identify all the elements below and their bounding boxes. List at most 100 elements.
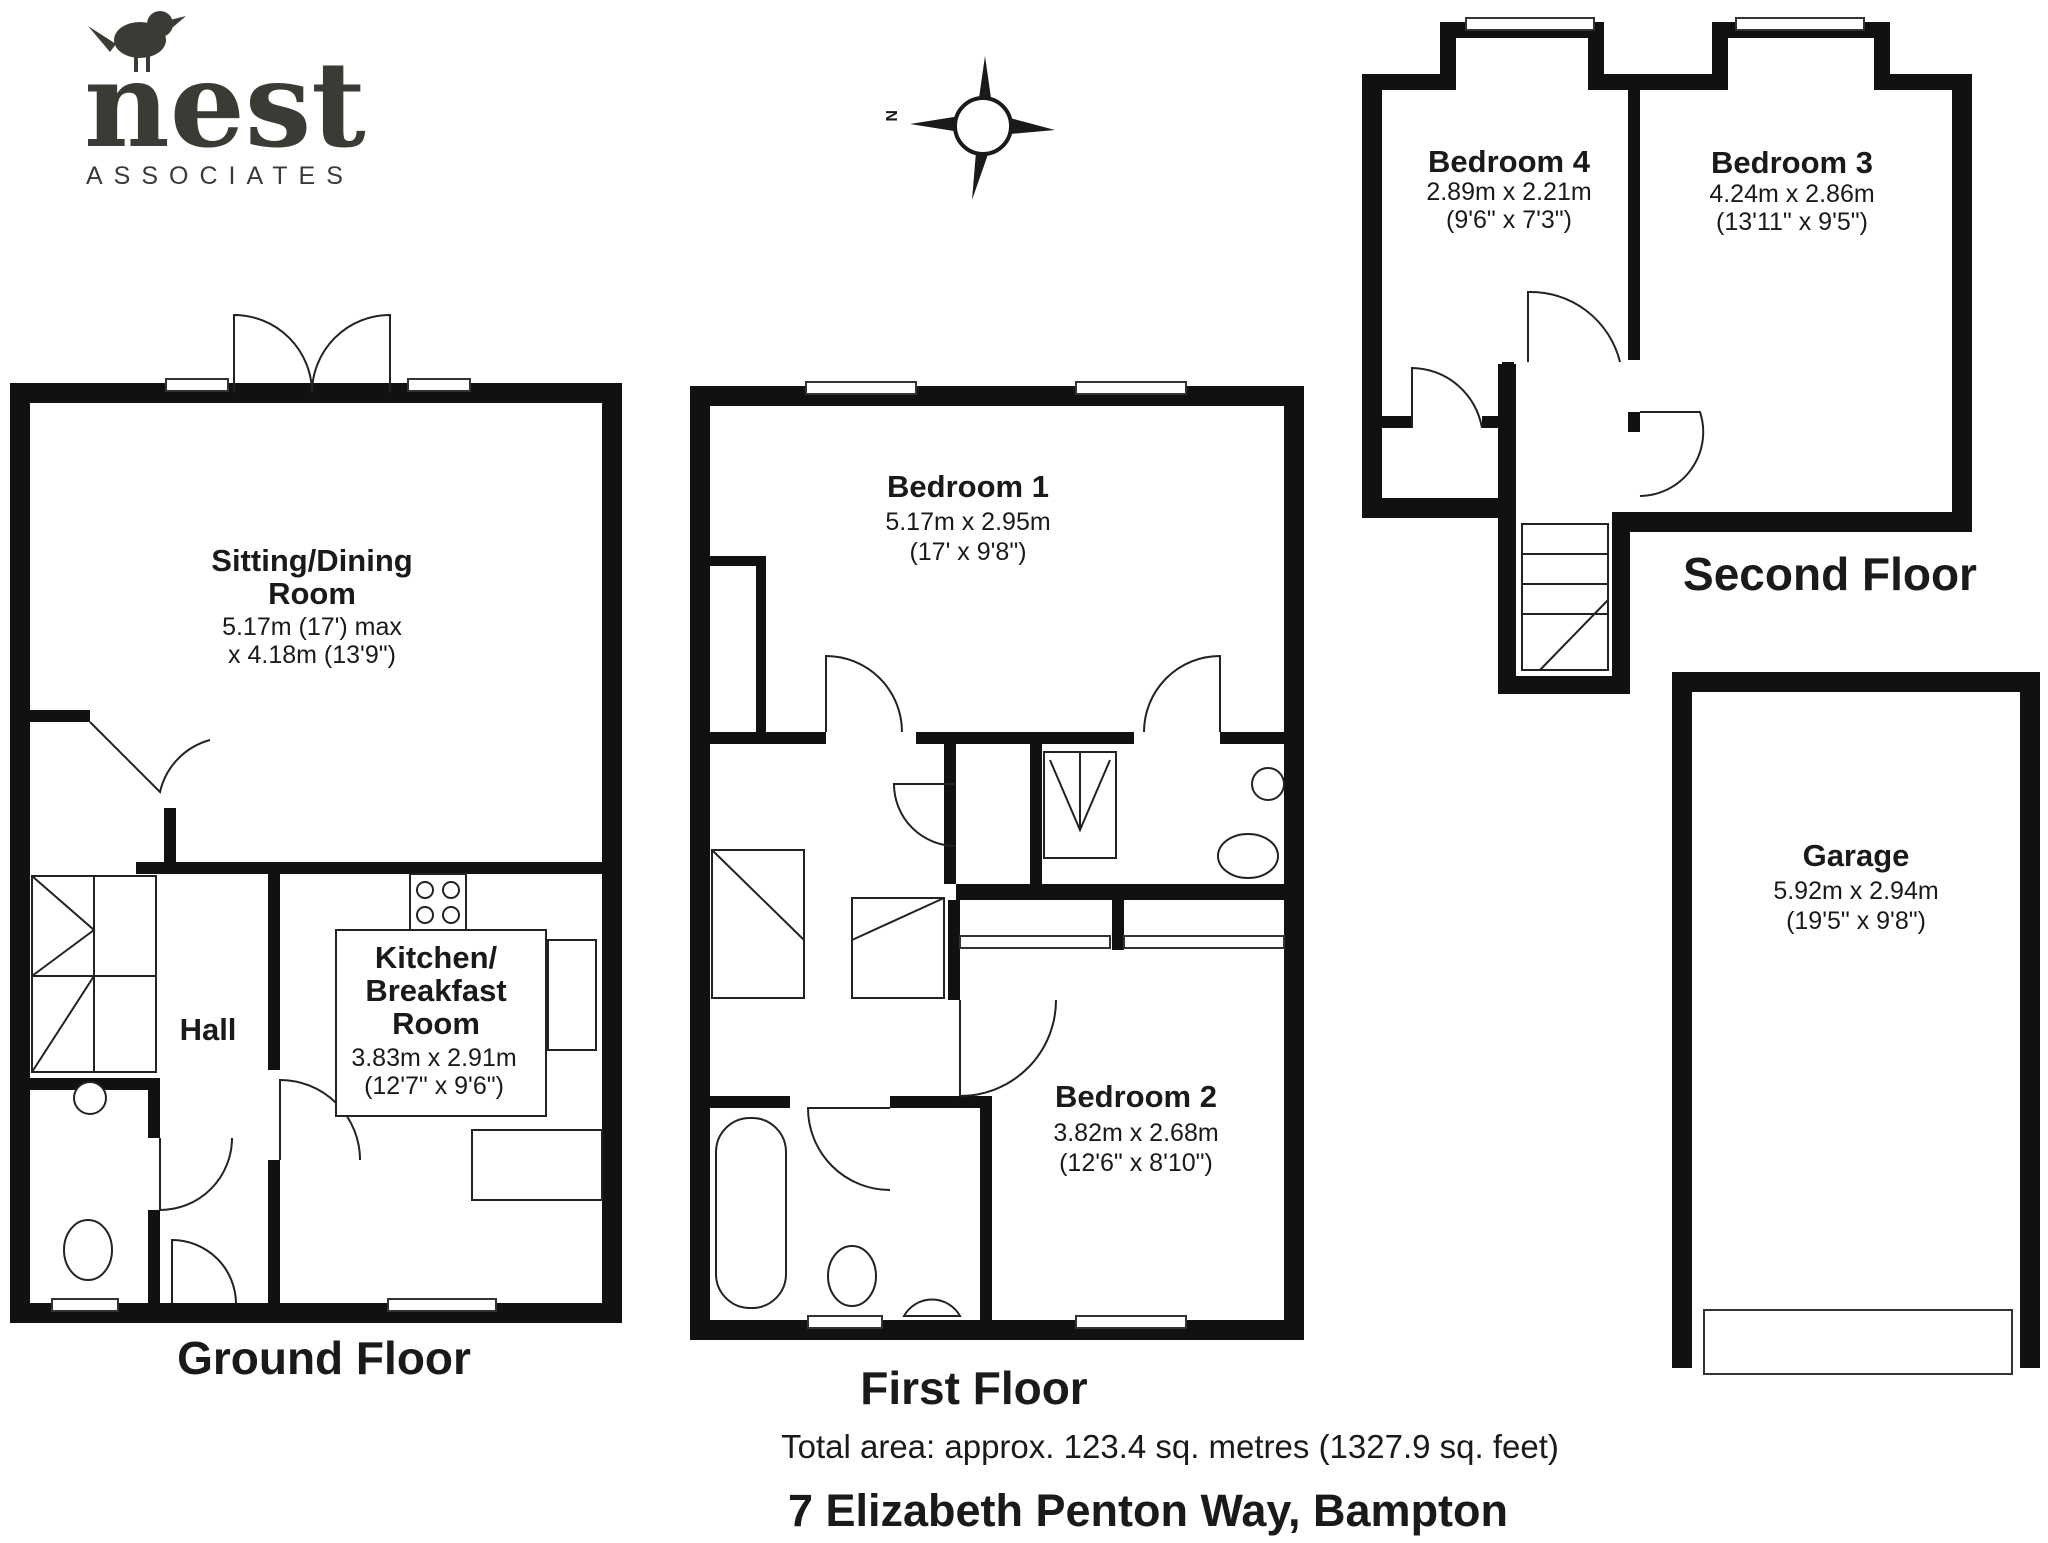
ground-wall-stub	[30, 710, 90, 722]
sitting-dining-dim-2: x 4.18m (13'9")	[228, 641, 396, 669]
bedroom3-dim-imperial: (13'11" x 9'5")	[1716, 208, 1868, 236]
compass: N	[882, 56, 1055, 200]
first-door-ensuite	[1143, 654, 1221, 733]
first-floor-label: First Floor	[860, 1362, 1088, 1414]
second-dormer4-right	[1588, 22, 1604, 78]
kitchen-name-1: Kitchen/	[375, 940, 498, 975]
kitchen-name-3: Room	[392, 1006, 480, 1041]
second-wall-left	[1362, 74, 1382, 518]
sitting-dining-name-1: Sitting/Dining	[211, 543, 412, 578]
compass-arrow-right-icon	[1010, 118, 1055, 134]
ground-window-3	[51, 1298, 119, 1312]
ground-wall-right	[602, 383, 622, 1323]
ground-kitchen-counter	[335, 929, 547, 1117]
first-bath-icon	[715, 1117, 787, 1309]
first-wall-b2-mid	[1112, 900, 1124, 950]
second-stairs-lines	[1522, 553, 1609, 671]
bedroom4-dim-metric: 2.89m x 2.21m	[1426, 178, 1591, 206]
ground-french-door-left	[233, 313, 313, 394]
first-wall-top	[690, 386, 1304, 406]
ground-door-front	[171, 1238, 237, 1304]
garage-wall-left	[1672, 672, 1692, 1368]
ground-basin-icon	[73, 1081, 107, 1115]
first-wall-b1-mid	[916, 732, 1134, 744]
logo-wordmark: nest	[84, 35, 366, 174]
ground-wall-wc-side2	[148, 1210, 160, 1310]
garage-dim-imperial: (19'5" x 9'8")	[1786, 907, 1926, 935]
first-door-b2	[959, 999, 1057, 1098]
first-wall-wardrobe	[756, 556, 766, 732]
kitchen-dim-imperial: (12'7" x 9'6")	[364, 1072, 504, 1100]
compass-arrow-left-icon	[910, 116, 960, 132]
first-wardrobe-b2-right	[1123, 935, 1285, 949]
second-floor-label: Second Floor	[1683, 548, 1977, 600]
ground-toilet-icon	[63, 1219, 113, 1281]
bedroom2-dim-imperial: (12'6" x 8'10")	[1059, 1149, 1213, 1177]
ground-hob-icon	[409, 873, 467, 931]
ground-wall-hall-kitchen-upper	[268, 870, 280, 1070]
first-stairs-left	[711, 849, 805, 999]
first-wall-bath-right	[980, 1096, 992, 1320]
garage: Garage 5.92m x 2.94m (19'5" x 9'8")	[1672, 672, 2040, 1375]
ground-door-kitchen	[279, 1078, 361, 1161]
second-floor: Bedroom 4 2.89m x 2.21m (9'6" x 7'3") Be…	[1362, 17, 1977, 694]
ground-floor: Sitting/Dining Room 5.17m (17') max x 4.…	[10, 313, 622, 1384]
hob-ring-3	[416, 906, 434, 924]
hall-name: Hall	[180, 1012, 237, 1047]
compass-north-label: N	[882, 110, 899, 122]
first-floor: Bedroom 1 5.17m x 2.95m (17' x 9'8") Bed…	[690, 381, 1304, 1414]
ground-wall-top	[10, 383, 622, 403]
second-door-b4	[1527, 290, 1621, 363]
ground-wall-wc-side	[148, 1078, 160, 1138]
sitting-dining-name-2: Room	[268, 576, 356, 611]
second-wall-top-left	[1362, 74, 1456, 90]
ground-wall-left	[10, 383, 30, 1323]
compass-circle	[953, 96, 1013, 156]
garage-wall-top	[1672, 672, 2040, 692]
sitting-dining-dim-1: 5.17m (17') max	[222, 613, 402, 641]
hob-ring-4	[442, 906, 460, 924]
ground-kitchen-unit	[471, 1129, 603, 1201]
first-stairs-right	[851, 897, 945, 999]
second-dormer3-right	[1874, 22, 1890, 78]
ground-window-1	[165, 378, 229, 392]
second-stairs	[1521, 523, 1609, 671]
second-window-1	[1465, 17, 1595, 31]
bedroom3-name: Bedroom 3	[1711, 145, 1873, 180]
second-stair-wall-left	[1498, 364, 1516, 694]
first-door-cupboard	[892, 783, 957, 847]
bedroom2-name: Bedroom 2	[1055, 1079, 1217, 1114]
ground-stairs-arrow	[31, 875, 96, 1073]
first-wall-b2-left-upper	[948, 900, 960, 1000]
first-wardrobe-b2-left	[959, 935, 1111, 949]
garage-dim-metric: 5.92m x 2.94m	[1773, 877, 1938, 905]
ground-door-living	[89, 721, 211, 794]
first-wall-bath-top-right	[890, 1096, 990, 1108]
second-wall-divider	[1628, 90, 1640, 360]
ground-wall-living-divider	[136, 862, 602, 874]
first-wall-cupboard	[944, 744, 956, 884]
first-ensuite-basin-icon	[1251, 767, 1285, 801]
first-wall-bottom	[690, 1320, 1304, 1340]
bedroom4-dim-imperial: (9'6" x 7'3")	[1446, 206, 1572, 234]
first-door-b1	[825, 654, 903, 733]
first-basin-icon	[902, 1298, 962, 1317]
first-wall-b1-left	[710, 732, 826, 744]
second-wall-bottom-right	[1628, 512, 1972, 532]
second-door-b3	[1639, 411, 1705, 497]
first-wall-b1-right	[1220, 732, 1284, 744]
second-door-cupboard	[1411, 366, 1483, 429]
ground-wall-stub2	[164, 808, 176, 870]
shower-tray-lines	[1049, 752, 1111, 833]
second-stair-wall-right	[1612, 512, 1630, 694]
garage-name: Garage	[1803, 838, 1910, 873]
ground-sink-icon	[547, 939, 597, 1051]
second-wall-top-mid	[1588, 74, 1728, 90]
second-wall-top-right	[1874, 74, 1972, 90]
first-window-2	[1075, 381, 1187, 395]
bedroom1-dim-imperial: (17' x 9'8")	[909, 538, 1026, 566]
bedroom1-dim-metric: 5.17m x 2.95m	[885, 508, 1050, 536]
logo-tagline: ASSOCIATES	[86, 162, 354, 190]
garage-door	[1703, 1309, 2013, 1375]
